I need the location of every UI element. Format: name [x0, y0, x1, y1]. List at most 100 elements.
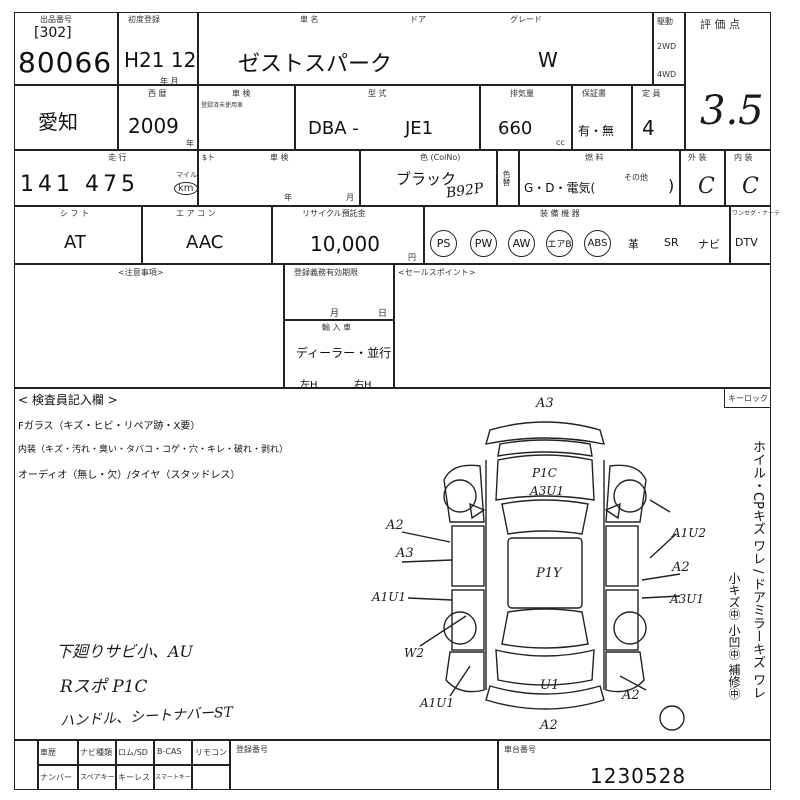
- interior-cell: [725, 150, 771, 206]
- interior-label: 内 装: [734, 153, 753, 162]
- inspection-cell: [198, 85, 295, 150]
- drive-2wd: 2WD: [657, 42, 677, 51]
- caution-label: <注意事項>: [118, 268, 164, 277]
- model-code: JE1: [405, 118, 434, 139]
- equip-dtv: DTV: [735, 236, 758, 249]
- equip-aw: AW: [508, 230, 535, 257]
- inspection-sub: 登録済未使用車: [201, 102, 244, 109]
- footer-cell-4: [116, 740, 154, 765]
- ac-label: エ ア コ ン: [176, 209, 216, 218]
- footer-rom-sd: ロム/SD: [118, 748, 148, 757]
- footer-reg-label: 登録番号: [236, 745, 268, 754]
- inspector-area: [14, 388, 771, 740]
- inspection-label: 車 検: [232, 89, 251, 98]
- footer-cell-9: [116, 765, 154, 790]
- footer-cell-8: [78, 765, 116, 790]
- year: 2009: [128, 114, 179, 138]
- cc-unit: cc: [556, 138, 565, 147]
- mark-roof-top: P1C: [532, 466, 557, 480]
- warranty: 有・無: [578, 124, 615, 138]
- equip-airbag: エアB: [546, 230, 573, 257]
- recycle: 10,000: [310, 232, 380, 256]
- footer-frame-cell: [498, 740, 771, 790]
- mark-left-top: A2: [386, 518, 404, 533]
- fuel-close: ): [668, 176, 675, 195]
- drive-4wd: 4WD: [657, 70, 677, 79]
- score-value: 3.5: [700, 88, 764, 134]
- color-change-label: 色替: [502, 170, 511, 186]
- mark-rear-right: A2: [622, 688, 640, 703]
- equip-navi: ナビ: [698, 238, 720, 251]
- warranty-cell: [572, 85, 632, 150]
- fuel-other: その他: [624, 173, 648, 182]
- import-value: ディーラー・並行: [296, 346, 392, 360]
- footer-frame-number: 1230528: [590, 764, 687, 788]
- interior-grade: C: [742, 174, 759, 199]
- handwritten-note-1: 下廻りサビ小、AU: [56, 642, 194, 661]
- fuel-cell: [519, 150, 680, 206]
- handwritten-note-2: Rスポ P1C: [60, 677, 148, 697]
- footer-spare-key: スペアキー: [80, 773, 115, 781]
- grade-label: グレード: [510, 15, 542, 24]
- footer-cell-5: [154, 740, 192, 765]
- caution-cell: [14, 264, 284, 388]
- dtv-label: ワンセグ・ナーテ: [732, 210, 781, 217]
- color-change-cell: [497, 150, 519, 206]
- side-note-small: 小キズ㊥ 小凹㊥ 補修㊥: [727, 572, 741, 700]
- mark-center: P1Y: [536, 566, 562, 581]
- mark-trunk: U1: [540, 678, 560, 693]
- ac-cell: [142, 206, 272, 264]
- footer-cell-1: [14, 740, 38, 790]
- equip-ps: PS: [430, 230, 457, 257]
- cc-cell: [480, 85, 572, 150]
- keyless-label: キーロック: [728, 394, 768, 403]
- mark-rear: A2: [540, 718, 558, 733]
- mark-right-mid: A2: [672, 560, 690, 575]
- mileage-unit-mile: マイル: [176, 171, 197, 179]
- import-cell: [284, 320, 394, 388]
- mark-left-bottom: W2: [404, 646, 424, 660]
- lot-label: 出品番号: [40, 15, 72, 24]
- footer-cell-10: [154, 765, 192, 790]
- inspector-title: < 検査員記入欄 >: [18, 393, 118, 407]
- inspection-date-label: 車 検: [270, 153, 289, 162]
- reg-month: 月: [330, 309, 340, 319]
- footer-navi-type: ナビ種類: [80, 748, 112, 757]
- inspector-glass: Fガラス（キズ・ヒビ・リペア跡・X要）: [18, 421, 201, 432]
- color-label: 色 (ColNo): [420, 153, 461, 162]
- reg-period-label: 登録義務有効期限: [294, 268, 358, 277]
- model-label: 型 式: [368, 89, 387, 98]
- recycle-label: リサイクル預託金: [302, 209, 366, 218]
- seats-cell: [632, 85, 685, 150]
- cc: 660: [498, 118, 533, 139]
- exterior-label: 外 装: [688, 153, 707, 162]
- mileage: 141 475: [20, 172, 139, 197]
- ac: AAC: [186, 232, 224, 253]
- inspection-year: 年: [284, 193, 292, 202]
- equipment-cell: [424, 206, 730, 264]
- model-cell: [295, 85, 480, 150]
- door-label: ドア: [410, 15, 426, 24]
- lot-bracket: [302]: [34, 25, 72, 41]
- shift-cell: [14, 206, 142, 264]
- footer-cell-11: [192, 765, 230, 790]
- mark-left-low: A1U1: [372, 590, 407, 604]
- score-label: 評 価 点: [700, 18, 740, 31]
- mark-rear-left: A1U1: [420, 696, 455, 710]
- seats-label: 定 員: [642, 89, 661, 98]
- drive-label: 駆動: [657, 17, 673, 26]
- score-cell: [685, 12, 771, 150]
- steering-right: 右H: [354, 380, 372, 391]
- seats: 4: [642, 116, 655, 140]
- year-label: 西 暦: [148, 89, 167, 98]
- inspector-audio: オーディオ（無し・欠）/タイヤ（スタッドレス）: [18, 470, 241, 481]
- mileage-unit-km: km: [174, 182, 198, 195]
- car-name-label: 車 名: [300, 15, 319, 24]
- color-cell: [360, 150, 497, 206]
- equip-sr: SR: [664, 236, 679, 249]
- fuel-options: G・D・電気(: [524, 181, 596, 195]
- mark-front: A3: [536, 396, 554, 411]
- footer-keyless: キーレス: [118, 773, 150, 782]
- mark-right-top: A1U2: [672, 526, 707, 540]
- footer-cell-6: [192, 740, 230, 765]
